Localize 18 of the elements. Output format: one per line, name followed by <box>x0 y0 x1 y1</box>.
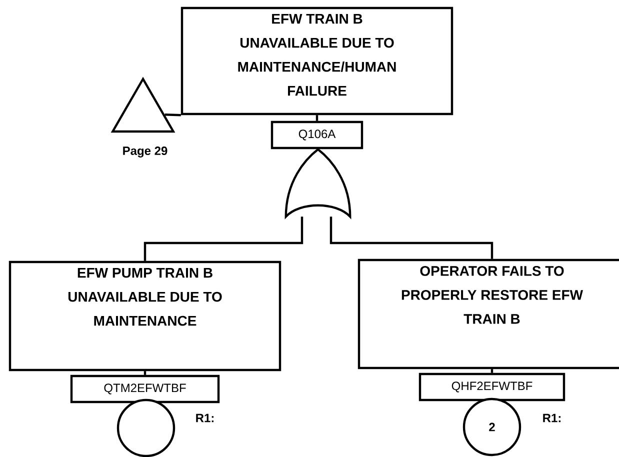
connector-line <box>330 216 494 259</box>
event-box: EFW PUMP TRAIN B UNAVAILABLE DUE TO MAINTENANCE <box>8 260 282 372</box>
connector-line <box>316 115 318 121</box>
event-box: OPERATOR FAILS TO PROPERLY RESTORE EFW TRAIN B <box>358 258 619 370</box>
connector-line <box>144 216 304 261</box>
rating-label: R1: <box>543 414 560 422</box>
basic-event-circle <box>116 398 176 457</box>
id-box: QTM2EFWTBF <box>70 374 220 404</box>
connector-line <box>164 114 181 116</box>
id-box: Q106A <box>270 120 364 150</box>
event-box: EFW TRAIN B UNAVAILABLE DUE TO MAINTENANCE/HUMAN FAILURE <box>180 6 454 116</box>
id-box: QHF2EFWTBF <box>418 372 566 402</box>
connector-line <box>490 369 494 373</box>
node-label: 2 <box>489 422 495 432</box>
or-gate <box>284 148 352 218</box>
page-reference: Page 29 <box>123 146 168 158</box>
connector-line <box>144 371 146 375</box>
rating-label: R1: <box>196 414 214 422</box>
